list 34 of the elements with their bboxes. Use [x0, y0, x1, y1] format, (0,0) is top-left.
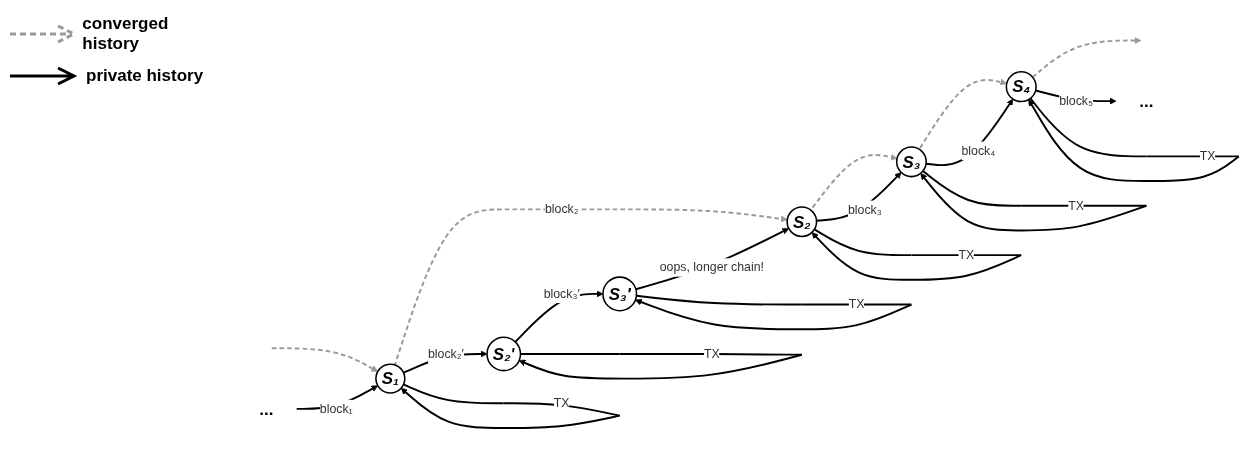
- arrow: [635, 299, 913, 331]
- node-circle: S₃′: [602, 276, 638, 312]
- node-text: ...: [259, 399, 274, 419]
- arrow: [920, 173, 1148, 232]
- edge-label: TX: [1199, 149, 1216, 163]
- edge-label: TX: [703, 347, 720, 361]
- edge-label: block₃: [847, 203, 882, 217]
- arrow: [400, 388, 621, 430]
- node-circle: S₂′: [486, 336, 522, 372]
- legend-label: private history: [86, 66, 204, 86]
- arrow: [393, 208, 788, 367]
- edge-label: block₂: [544, 202, 579, 216]
- edge-label: TX: [848, 297, 865, 312]
- node-circle: S₂: [786, 206, 818, 238]
- arrow: [1028, 99, 1240, 183]
- edge-label: block₄: [961, 144, 996, 158]
- node-text: ...: [1139, 91, 1154, 112]
- node-circle: S₁: [375, 363, 406, 395]
- arrow: [811, 232, 1023, 282]
- node-circle: S₄: [1005, 71, 1037, 103]
- edge-label: oops, longer chain!: [659, 260, 764, 274]
- legend-label: converged history: [82, 14, 170, 54]
- edge-label: TX: [1068, 199, 1085, 213]
- edge-label: block₁: [319, 402, 353, 416]
- edge-label: block₃′: [543, 287, 580, 301]
- arrow: [1031, 37, 1142, 79]
- node-circle: S₃: [895, 146, 927, 178]
- arrow: [518, 354, 803, 380]
- edge-label: block₂′: [427, 347, 464, 361]
- arrow: [270, 347, 379, 373]
- edge-label: block₅: [1059, 94, 1094, 108]
- arrow: [918, 79, 1008, 151]
- edge-label: TX: [553, 396, 570, 410]
- edge-label: TX: [958, 248, 975, 262]
